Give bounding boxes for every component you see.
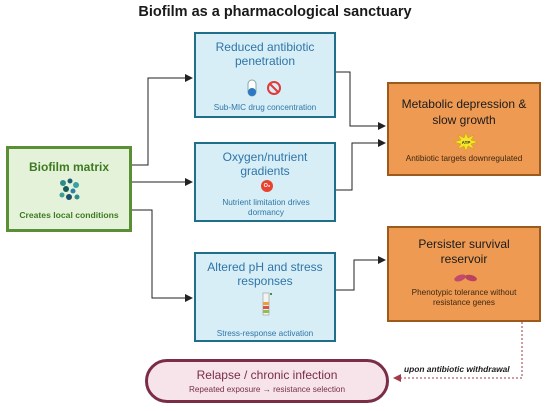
stress-title: Altered pH and stress responses: [207, 260, 323, 288]
ph-strip-icon: [262, 292, 272, 316]
persister-box: Persister survival reservoir Phenotypic …: [387, 226, 541, 322]
arrow-stress-to-persister: [336, 256, 386, 291]
gradients-title: Oxygen/nutrient gradients: [222, 150, 308, 178]
arrow-matrix-to-stress: [132, 209, 193, 302]
diagram-title: Biofilm as a pharmacological sanctuary: [138, 4, 412, 20]
persister-title: Persister survival reservoir: [418, 237, 510, 266]
relapse-box: Relapse / chronic infection Repeated exp…: [145, 359, 389, 403]
oxygen-icon: O₂: [261, 180, 273, 192]
capsule-icon: [247, 79, 257, 97]
arrow-matrix-to-penetration: [132, 74, 193, 166]
relapse-subtitle: Repeated exposure → resistance selection: [188, 385, 346, 394]
metabolic-box: Metabolic depression & slow growth ATP A…: [387, 82, 541, 176]
penetration-box: Reduced antibiotic penetration Sub-MIC d…: [194, 32, 336, 118]
gradients-box: Oxygen/nutrient gradients O₂ Nutrient li…: [194, 142, 336, 222]
penetration-title: Reduced antibiotic penetration: [215, 40, 315, 68]
prohibited-icon: [267, 81, 281, 95]
stress-box: Altered pH and stress responses Stress-r…: [194, 252, 336, 342]
biofilm-cluster-icon: [59, 178, 80, 200]
stress-subtitle: Stress-response activation: [216, 329, 314, 338]
arrow-gradients-to-metabolic: [336, 139, 386, 191]
arrow-penetration-to-metabolic: [336, 71, 386, 130]
biofilm-matrix-box: Biofilm matrix Creates local conditions: [6, 146, 132, 232]
persister-subtitle: Phenotypic tolerance without resistance …: [411, 288, 517, 307]
relapse-title: Relapse / chronic infection: [196, 368, 338, 382]
atp-burst-icon: ATP: [454, 133, 478, 151]
biofilm-matrix-title: Biofilm matrix: [28, 160, 109, 174]
gradients-subtitle: Nutrient limitation drives dormancy: [222, 198, 310, 217]
withdrawal-note: upon antibiotic withdrawal: [404, 364, 510, 374]
svg-text:ATP: ATP: [462, 140, 471, 145]
bacteria-icon: [454, 274, 477, 282]
metabolic-subtitle: Antibiotic targets downregulated: [405, 154, 523, 163]
arrow-persister-to-relapse: [393, 322, 523, 382]
penetration-subtitle: Sub-MIC drug concentration: [213, 103, 317, 112]
biofilm-matrix-subtitle: Creates local conditions: [19, 210, 119, 220]
metabolic-title: Metabolic depression & slow growth: [401, 97, 527, 127]
